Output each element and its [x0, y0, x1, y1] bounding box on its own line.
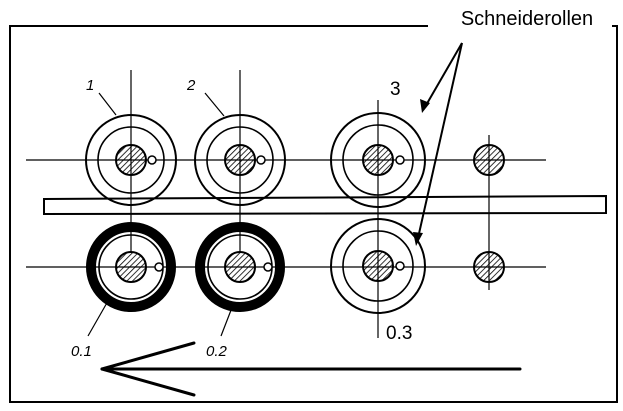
- cutting-rollers-title: Schneiderollen: [461, 8, 593, 30]
- label-leader-lines: [87, 92, 234, 337]
- upper-roller-1: [85, 70, 177, 252]
- upper-roller-3: [330, 100, 426, 222]
- upper-roller-2: [194, 70, 286, 252]
- arrowhead-lower-roll: [413, 232, 423, 246]
- label-roll-1: 1: [86, 77, 94, 94]
- label-roll-2: 2: [186, 77, 196, 94]
- lower-roller-0-1: [86, 222, 176, 312]
- label-roll-0-2: 0.2: [206, 343, 228, 360]
- lower-roller-0-2: [195, 222, 285, 312]
- upper-shaft-4: [473, 135, 505, 290]
- sheet-strip: [43, 194, 607, 216]
- label-roll-0-1: 0.1: [71, 343, 92, 360]
- feed-direction-arrow: [100, 341, 522, 397]
- arrowhead-upper-roll: [420, 99, 430, 113]
- lower-roller-0-3: [330, 218, 426, 338]
- lower-shaft-4: [473, 251, 505, 283]
- label-roll-3: 3: [390, 79, 401, 100]
- title-pointer-arrows: [417, 42, 463, 239]
- diagram-frame: [9, 25, 618, 403]
- label-roll-0-3: 0.3: [386, 323, 412, 344]
